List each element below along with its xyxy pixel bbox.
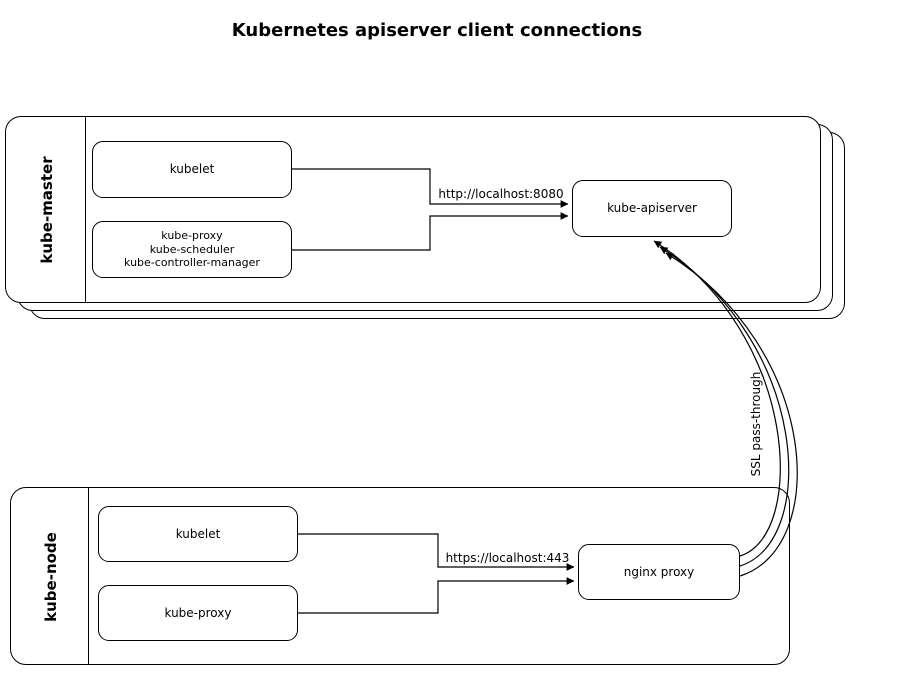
master-kube-scheduler-label: kube-scheduler xyxy=(149,242,235,256)
master-kube-proxy-label: kube-proxy xyxy=(161,228,223,242)
master-kubelet-label: kubelet xyxy=(169,162,215,176)
kube-master-label-divider xyxy=(85,117,86,302)
node-kubelet-label: kubelet xyxy=(175,526,221,541)
master-control-plane-node: kube-proxy kube-scheduler kube-controlle… xyxy=(92,221,292,278)
node-kube-proxy-node: kube-proxy xyxy=(98,585,298,641)
kube-node-label-divider xyxy=(88,488,89,664)
master-kubelet-node: kubelet xyxy=(92,141,292,198)
kube-apiserver-label: kube-apiserver xyxy=(607,201,697,215)
kube-apiserver-node: kube-apiserver xyxy=(572,180,732,237)
node-kubelet-node: kubelet xyxy=(98,506,298,562)
kube-node-group-label: kube-node xyxy=(42,532,60,622)
diagram-title: Kubernetes apiserver client connections xyxy=(231,20,643,41)
ssl-passthrough-label: SSL pass-through xyxy=(749,371,763,477)
nginx-proxy-node: nginx proxy xyxy=(578,544,740,600)
master-connection-label: http://localhost:8080 xyxy=(438,187,564,201)
master-kube-controller-manager-label: kube-controller-manager xyxy=(124,256,260,270)
kube-master-group-label: kube-master xyxy=(38,156,56,264)
nginx-proxy-label: nginx proxy xyxy=(623,564,695,579)
node-connection-label: https://localhost:443 xyxy=(445,551,570,565)
node-kube-proxy-label: kube-proxy xyxy=(164,605,232,620)
